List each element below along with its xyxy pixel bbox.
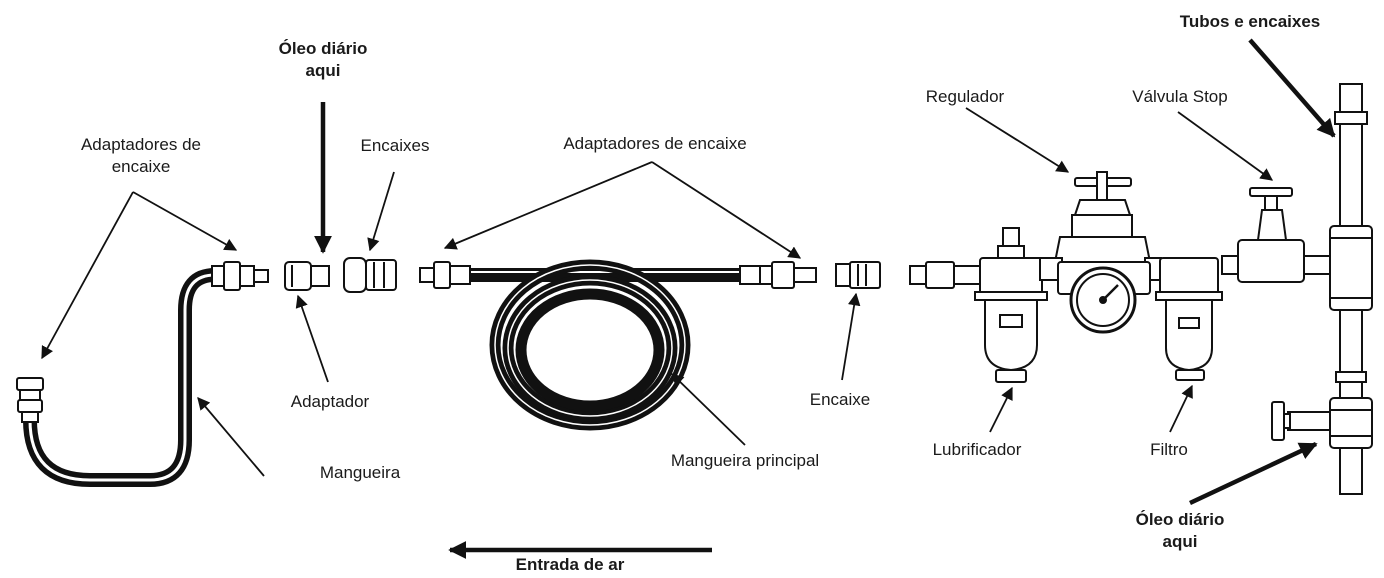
arrow-adapt-left-a [41,191,134,360]
arrow-filtro [1169,384,1193,433]
arrow-encaixe [841,292,861,381]
filtro-unit [1155,257,1223,381]
label-oleo-diario-top: Óleo diário aqui [243,38,403,82]
label-filtro: Filtro [1150,440,1188,459]
label-adaptador: Adaptador [290,392,370,411]
label-tubos-e-encaixes: Tubos e encaixes [1179,12,1321,31]
arrow-encaixes [367,171,395,252]
hose-end-fitting-left [16,377,44,423]
arrow-adapt-center-b [651,161,802,259]
bold-arrows [314,38,1336,559]
arrow-tubos [1248,38,1336,138]
label-mangueira: Mangueira [319,463,401,482]
arrow-lubrificador [989,386,1013,433]
label-adaptadores-encaixe-left-line2: encaixe [111,157,171,176]
label-encaixes: Encaixes [360,136,430,155]
label-valvula-stop: Válvula Stop [1132,87,1228,106]
label-oleo-diario-bottom-line1: Óleo diário [1135,510,1225,529]
arrow-oleo-bottom [1189,441,1318,506]
label-lubrificador: Lubrificador [932,440,1022,459]
arrow-adaptador [295,294,329,383]
regulador-unit [1039,171,1162,334]
valvula-stop-unit [1221,187,1331,283]
encaixe-part [835,261,881,289]
label-adaptadores-encaixe-left-line1: Adaptadores de [80,135,202,154]
hose-end-fitting-right [211,261,269,291]
label-regulador: Regulador [925,87,1005,106]
label-oleo-diario-top-line1: Óleo diário [278,39,368,58]
label-oleo-diario-top-line2: aqui [305,61,341,80]
label-adaptadores-encaixe-center: Adaptadores de encaixe [563,134,747,153]
arrow-mangueira [197,397,265,477]
lubrificador-unit [974,227,1048,383]
tubos-e-encaixes-pipe [1271,83,1373,495]
label-oleo-diario-bottom-line2: aqui [1162,532,1198,551]
encaixes-part [343,257,397,293]
label-encaixe: Encaixe [809,390,871,409]
label-oleo-diario-bottom: Óleo diário aqui [1100,509,1260,553]
label-adaptadores-encaixe-left: Adaptadores de encaixe [56,134,226,178]
label-entrada-de-ar: Entrada de ar [515,555,625,574]
main-hose-fitting-right [739,261,817,289]
mangueira-principal-hose [470,259,740,431]
arrow-regulador [965,107,1070,173]
arrow-mangueira-principal [671,373,746,446]
leader-arrows [41,107,1274,477]
arrow-adapt-center-a [443,161,653,250]
inlet-nipple [909,261,981,289]
arrow-valvula [1177,111,1274,181]
adaptador-part [284,261,330,291]
mangueira-hose [23,268,222,487]
main-hose-fitting-left [419,261,471,289]
arrow-adapt-left-b [132,191,238,251]
label-mangueira-principal: Mangueira principal [670,451,820,470]
